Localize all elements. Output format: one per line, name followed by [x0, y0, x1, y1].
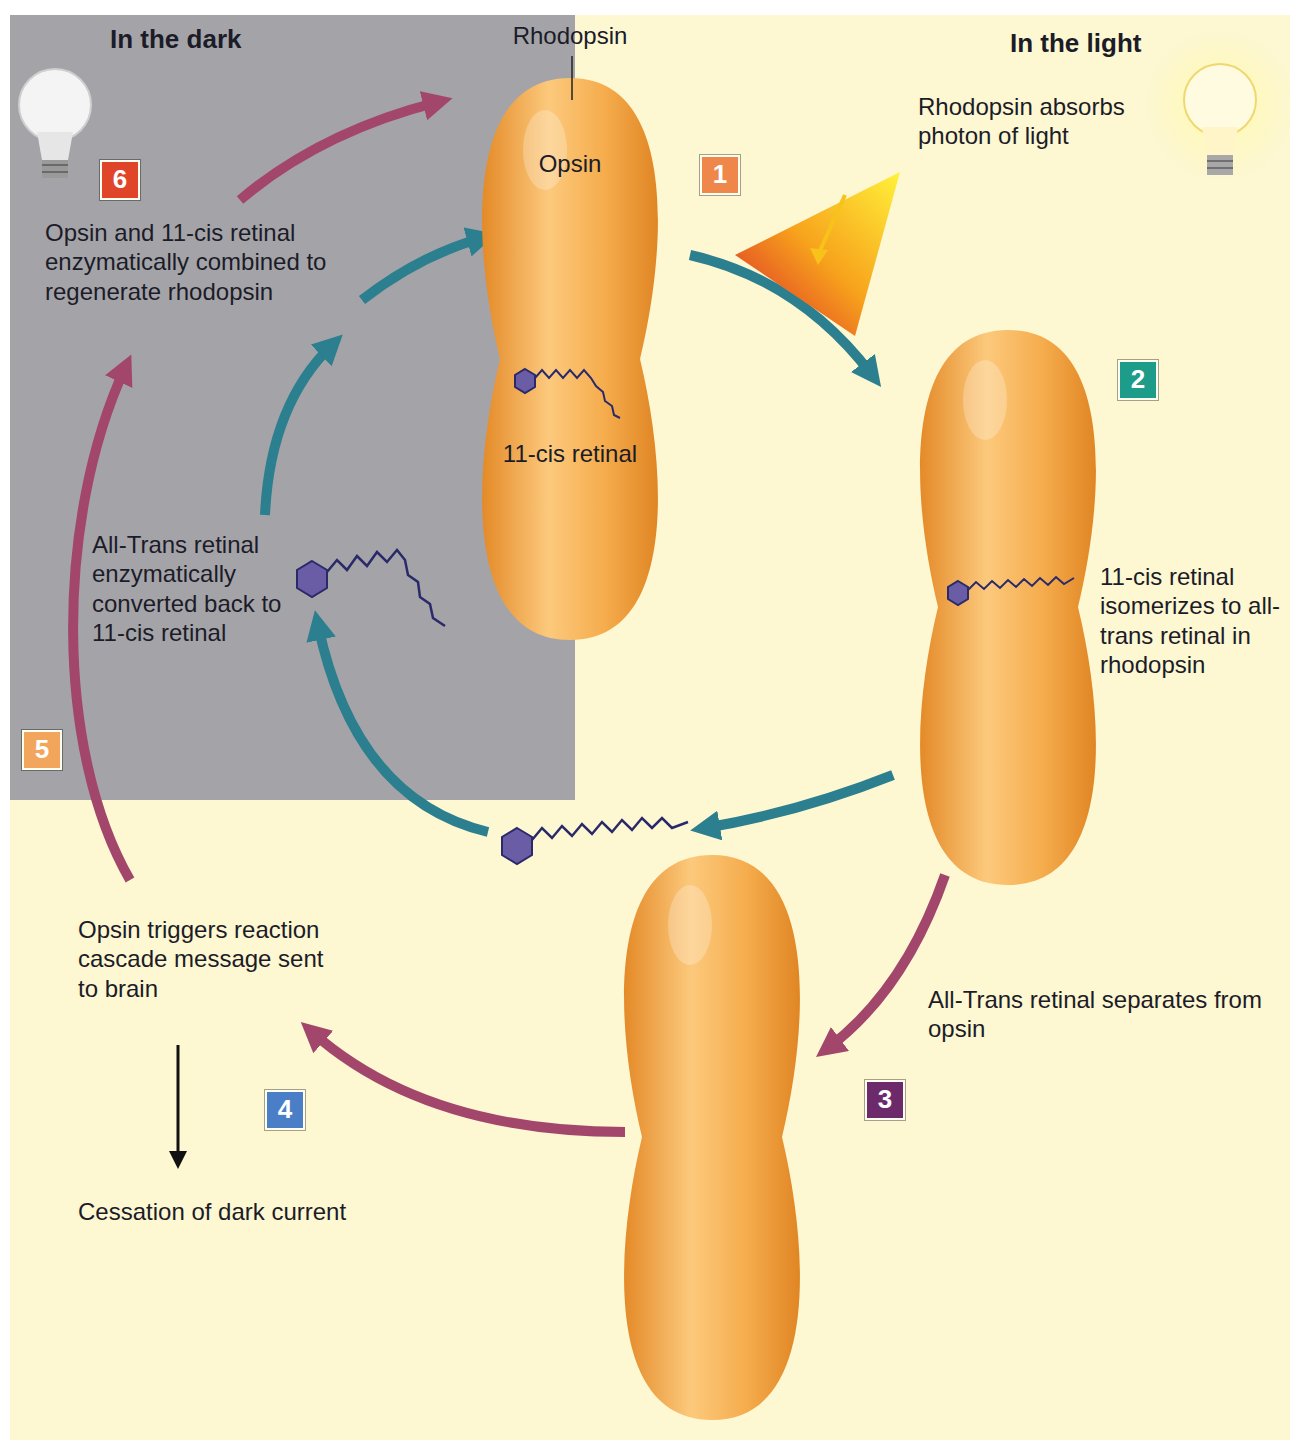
step-text: Opsin triggers reaction cascade message …	[78, 915, 340, 1003]
opsin-shape	[624, 855, 800, 1420]
light-ground	[10, 15, 1290, 1440]
part-name: Opsin	[460, 150, 680, 179]
molecule-name: Rhodopsin	[460, 22, 680, 51]
panel-heading: In the dark	[110, 24, 330, 56]
step-text: All-Trans retinal enzymatically converte…	[92, 530, 297, 647]
callout-number: 5	[22, 730, 62, 770]
retinal-molecule	[948, 577, 1074, 605]
rhodopsin-molecule: RhodopsinOpsin 11-cis retinal	[460, 22, 680, 642]
callout-number: 4	[265, 1090, 305, 1130]
callout-number: 1	[700, 155, 740, 195]
callout-number-text: 1	[713, 159, 727, 190]
part-name: 11-cis retinal	[460, 440, 680, 469]
retinal-molecule	[515, 369, 620, 418]
callout-number-text: 3	[878, 1084, 892, 1115]
leader-line	[571, 56, 573, 100]
callout-number-text: 4	[278, 1094, 292, 1125]
opsin-shape	[920, 330, 1096, 885]
callout-number: 3	[865, 1080, 905, 1120]
step-text: Opsin and 11-cis retinal enzymatically c…	[45, 218, 340, 306]
result-text: Cessation of dark current	[78, 1197, 398, 1226]
step-text: All-Trans retinal separates from opsin	[928, 985, 1273, 1044]
callout-number-text: 6	[113, 164, 127, 195]
panel-heading: In the light	[1010, 28, 1180, 60]
callout-number-text: 2	[1131, 364, 1145, 395]
dark-bulb	[19, 69, 91, 178]
callout-number-text: 5	[35, 734, 49, 765]
retinal-molecule	[502, 818, 688, 864]
callout-number: 2	[1118, 360, 1158, 400]
light-photon	[735, 172, 900, 336]
step-text: 11-cis retinal isomerizes to all-trans r…	[1100, 562, 1282, 679]
retinal-molecule	[297, 550, 445, 626]
light-bulb	[1145, 30, 1295, 180]
step-text: Rhodopsin absorbs photon of light	[918, 92, 1158, 151]
callout-number: 6	[100, 160, 140, 200]
